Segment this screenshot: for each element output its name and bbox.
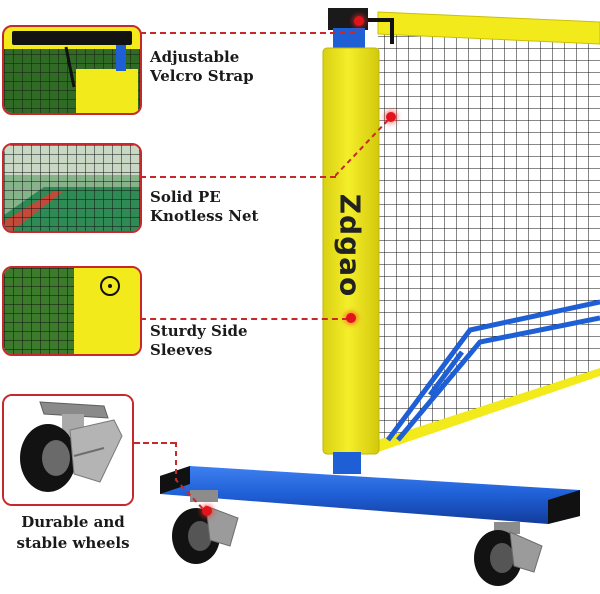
callout-dot-wheel [202,506,212,516]
connector-line-net [140,176,336,178]
callout-dot-net [386,112,396,122]
wheel-inset [2,394,134,506]
connector-line-strap [140,32,356,34]
net-mesh [378,28,600,448]
sleeve-detail-icon [4,268,140,354]
connector-line-sleeve [140,318,348,320]
net-inset [2,143,142,233]
callout-dot-strap [354,16,364,26]
callout-dot-sleeve [346,313,356,323]
connector-line-wheel-vertical [175,442,205,511]
support-frame [385,299,600,442]
net-top-tape [377,11,600,45]
feature-label-strap: Adjustable Velcro Strap [150,48,254,85]
wheel-front-left [172,490,239,564]
velcro-strap-detail-icon [4,27,140,113]
brand-logo: Zdgao [333,193,366,297]
feature-label-net: Solid PE Knotless Net [150,188,259,225]
wheel-back-right [474,522,543,586]
net-detail-icon [4,145,140,231]
pole-bottom [333,452,361,474]
sleeve-inset [2,266,142,356]
wheel-detail-icon [4,396,132,504]
feature-label-sleeve: Sturdy Side Sleeves [150,322,248,359]
velcro-strap-inset [2,25,142,115]
feature-label-wheels: Durable and stable wheels [16,513,130,552]
connector-line-net-diagonal [335,117,391,177]
net-bottom-tape [378,368,600,452]
connector-line-wheel [134,442,176,444]
